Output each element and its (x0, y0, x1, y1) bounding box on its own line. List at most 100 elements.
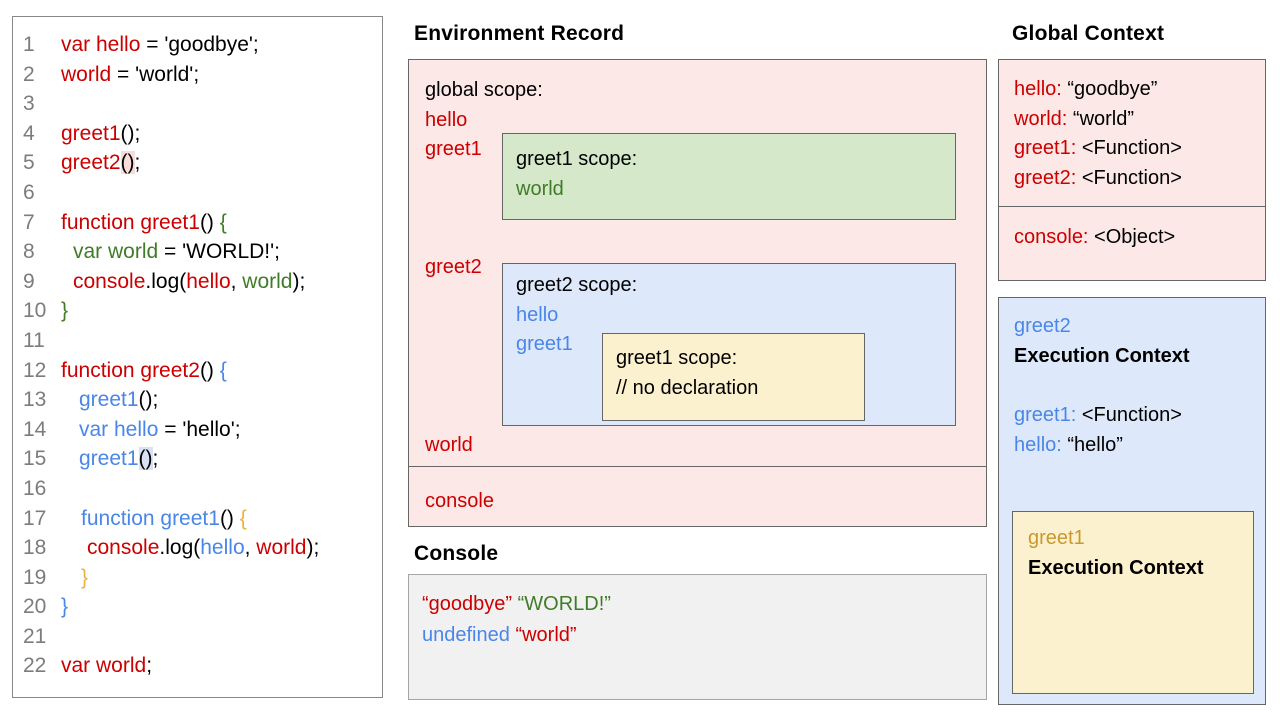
code-line: 4 greet1(); (23, 119, 382, 149)
entry: greet1: <Function> (1014, 401, 1265, 431)
code-line: 13 greet1(); (23, 385, 382, 415)
code-token: world (242, 269, 293, 293)
code-token: ; (134, 151, 141, 175)
greet2-scope-box: greet2 scope: hello greet1 greet1 scope:… (502, 263, 956, 426)
entry: world: “world” (1014, 105, 1265, 135)
global-context-console-box: console: <Object> (998, 206, 1266, 281)
code-token: = 'WORLD!'; (158, 240, 280, 264)
code-token: () (199, 358, 220, 382)
console-token: “world” (515, 623, 577, 646)
code-token: (); (120, 121, 141, 145)
code-token: } (61, 595, 69, 619)
entry: greet1: <Function> (1014, 134, 1265, 164)
code-token: greet1 (79, 447, 139, 471)
greet2-ec-heading: Execution Context (1014, 344, 1190, 367)
code-token: () (199, 210, 220, 234)
code-text: console.log(hello, world); (61, 267, 305, 297)
entry-value: “goodbye” (1061, 78, 1158, 100)
code-line: 3 (23, 89, 382, 119)
greet2-ec-name: greet2 (1014, 315, 1071, 337)
console-title: Console (414, 542, 499, 565)
code-token: greet1 (61, 121, 121, 145)
code-token: greet2 (61, 151, 121, 175)
greet1-ec-heading: Execution Context (1028, 556, 1204, 579)
code-token: ; (152, 447, 159, 471)
line-number: 5 (23, 151, 35, 175)
line-number: 15 (23, 447, 47, 471)
entry: greet2: <Function> (1014, 164, 1265, 194)
code-token: function greet2 (61, 358, 200, 382)
code-line: 15 greet1(); (23, 444, 382, 474)
code-text: greet2(); (61, 148, 140, 178)
console-line: “goodbye” “WORLD!” (422, 589, 986, 620)
code-token: = 'world'; (111, 62, 200, 86)
entry: hello: “hello” (1014, 431, 1265, 461)
code-token: = 'hello'; (158, 417, 241, 441)
code-token: var hello (79, 417, 159, 441)
env-var-hello: hello (425, 108, 468, 131)
code-text (61, 622, 67, 652)
code-text: } (61, 296, 68, 326)
console-key: console: (1014, 226, 1089, 248)
line-number: 21 (23, 624, 47, 648)
env-var-console: console (425, 490, 494, 512)
code-token: () (120, 151, 135, 175)
code-token: var hello (61, 33, 141, 56)
inner-greet1-scope-box: greet1 scope: // no declaration (602, 333, 865, 421)
code-line: 11 (23, 326, 382, 356)
entry-value: <Function> (1076, 166, 1182, 189)
line-number: 9 (23, 269, 35, 293)
code-text (61, 178, 67, 208)
console-line: undefined “world” (422, 620, 986, 651)
code-line: 5 greet2(); (23, 148, 382, 178)
line-number: 4 (23, 121, 35, 145)
greet2-scope-title: greet2 scope: (516, 274, 638, 296)
code-token: function greet1 (61, 210, 200, 234)
code-token: = 'goodbye'; (140, 33, 259, 56)
code-text: function greet1() { (61, 208, 227, 238)
code-line: 10} (23, 296, 382, 326)
code-token: world (61, 62, 112, 86)
greet2-execution-context-box: greet2 Execution Context greet1: <Functi… (998, 297, 1266, 705)
global-context-box: hello: “goodbye”world: “world”greet1: <F… (998, 59, 1266, 207)
line-number: 8 (23, 240, 35, 264)
console-value: <Object> (1088, 226, 1176, 248)
line-number: 13 (23, 388, 47, 412)
code-line: 8 var world = 'WORLD!'; (23, 237, 382, 267)
code-token: { (219, 358, 227, 382)
code-text: greet1(); (61, 385, 158, 415)
environment-record-title: Environment Record (414, 22, 625, 45)
code-text: function greet1() { (61, 504, 247, 534)
code-line: 17 function greet1() { (23, 504, 382, 534)
code-token: () (138, 447, 153, 471)
global-context-title: Global Context (1012, 22, 1165, 45)
console-lines: “goodbye” “WORLD!”undefined “world” (422, 589, 986, 650)
entry-key: world: (1014, 107, 1068, 130)
entry-value: <Function> (1076, 404, 1182, 426)
line-number: 17 (23, 506, 47, 530)
console-token: “WORLD!” (517, 593, 611, 615)
entry-key: hello: (1014, 433, 1062, 456)
code-token: { (239, 506, 247, 530)
greet1-ec-name: greet1 (1028, 527, 1085, 549)
line-number: 2 (23, 62, 35, 86)
code-line: 6 (23, 178, 382, 208)
entry-key: greet2: (1014, 166, 1077, 189)
environment-record-box: global scope: hello greet1 greet1 scope:… (408, 59, 987, 467)
code-line: 21 (23, 622, 382, 652)
code-text: } (61, 592, 68, 622)
code-text: var world = 'WORLD!'; (61, 237, 280, 267)
greet1-scope-box: greet1 scope: world (502, 133, 956, 220)
entry-key: greet1: (1014, 404, 1077, 426)
entry-value: “world” (1067, 107, 1135, 130)
line-number: 22 (23, 654, 47, 678)
greet1-execution-context-box: greet1 Execution Context (1012, 511, 1254, 694)
console-token: undefined (422, 623, 510, 646)
code-token: } (81, 565, 89, 589)
entry-key: greet1: (1014, 137, 1077, 159)
